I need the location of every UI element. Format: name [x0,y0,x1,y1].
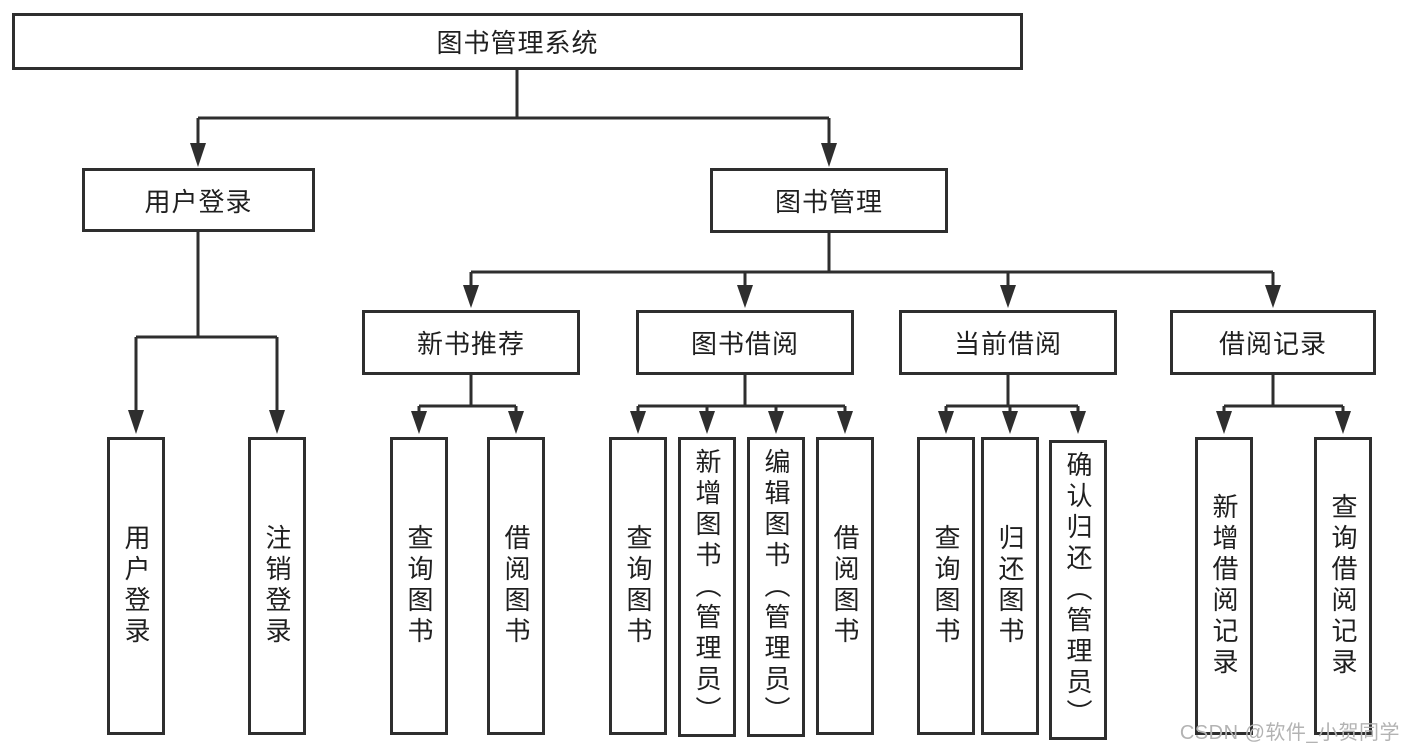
node-root-library-system: 图书管理系统 [12,13,1023,70]
node-label: 新增借阅记录 [1209,493,1239,679]
node-label: 用户登录 [144,186,253,217]
node-label: 图书借阅 [690,329,799,359]
node-leaf-edit-book-admin: 编辑图书（管理员） [747,437,805,737]
node-label: 当前借阅 [953,329,1062,359]
node-label: 查询图书 [404,524,434,648]
node-leaf-query-books-current: 查询图书 [917,437,975,735]
node-label: 新增图书（管理员） [692,447,722,727]
node-leaf-borrow-books: 借阅图书 [816,437,874,735]
node-label: 查询图书 [931,524,961,648]
node-label: 借阅记录 [1218,329,1327,359]
node-label: 新书推荐 [416,329,525,359]
node-leaf-logout: 注销登录 [248,437,306,735]
node-new-book-recommendation: 新书推荐 [362,310,580,375]
node-leaf-user-login: 用户登录 [107,437,165,735]
node-label: 借阅图书 [501,524,531,648]
node-leaf-return-book: 归还图书 [981,437,1039,735]
node-user-login: 用户登录 [82,168,315,232]
node-leaf-add-borrow-record: 新增借阅记录 [1195,437,1253,735]
node-label: 用户登录 [121,524,151,648]
node-borrowing-records: 借阅记录 [1170,310,1376,375]
node-leaf-add-book-admin: 新增图书（管理员） [678,437,736,737]
node-book-borrowing: 图书借阅 [636,310,854,375]
node-label: 查询借阅记录 [1328,493,1358,679]
node-label: 图书管理 [774,187,883,217]
node-leaf-confirm-return-admin: 确认归还（管理员） [1049,440,1107,740]
node-leaf-query-books-recommend: 查询图书 [390,437,448,735]
node-leaf-query-books-borrowing: 查询图书 [609,437,667,735]
arrowheads [128,143,1351,434]
node-book-management: 图书管理 [710,168,948,233]
node-leaf-borrow-books-recommend: 借阅图书 [487,437,545,735]
node-label: 归还图书 [995,524,1025,648]
node-leaf-query-borrow-record: 查询借阅记录 [1314,437,1372,735]
node-label: 图书管理系统 [436,28,599,58]
watermark: CSDN @软件_小贺同学 [1179,722,1400,744]
node-label: 确认归还（管理员） [1063,450,1093,730]
node-label: 注销登录 [262,524,292,648]
node-label: 借阅图书 [830,524,860,648]
node-current-borrowing: 当前借阅 [899,310,1117,375]
node-label: 编辑图书（管理员） [761,447,791,727]
node-label: 查询图书 [623,524,653,648]
